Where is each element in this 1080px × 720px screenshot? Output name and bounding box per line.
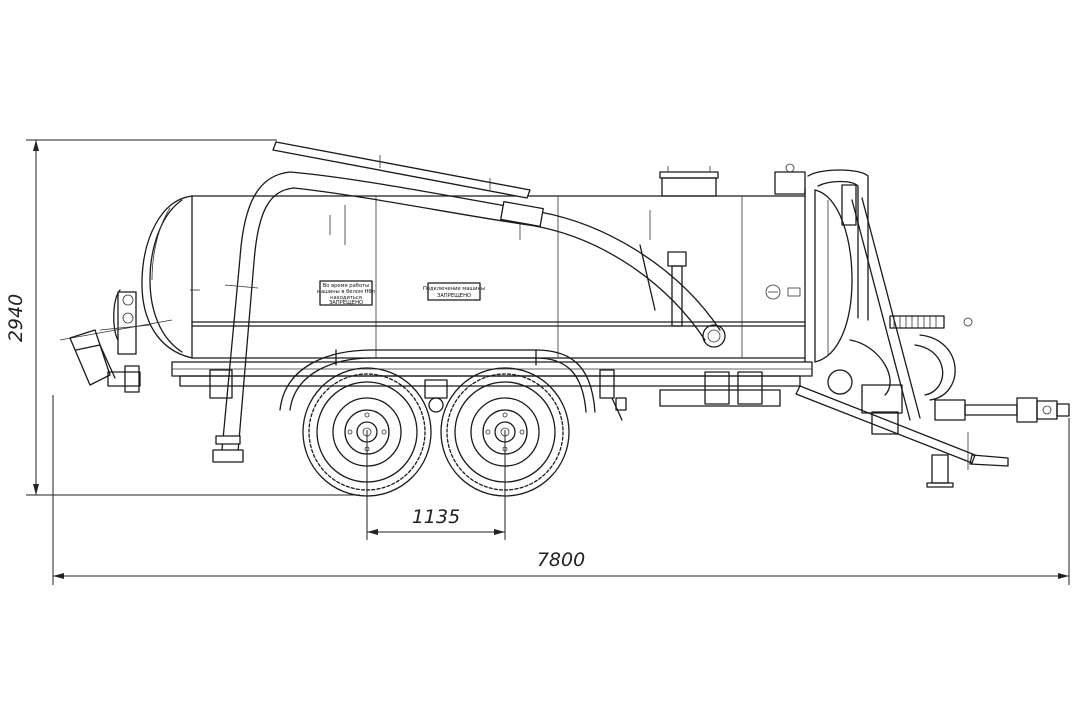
svg-text:находиться: находиться bbox=[330, 295, 362, 301]
chassis-frame bbox=[171, 349, 813, 421]
suction-hose bbox=[212, 141, 726, 463]
length-dimension: 7800 bbox=[52, 395, 1070, 585]
top-hatch bbox=[659, 163, 806, 197]
svg-text:машины в белом Нбл: машины в белом Нбл bbox=[317, 289, 375, 295]
svg-text:Во время работы: Во время работы bbox=[323, 283, 370, 289]
warning-plate-left: Во время работы машины в белом Нбл наход… bbox=[317, 280, 375, 306]
warning-plate-right: Подключение машины ЗАПРЕЩЕНО bbox=[423, 282, 485, 301]
svg-text:ЗАПРЕЩЕНО: ЗАПРЕЩЕНО bbox=[329, 300, 363, 306]
height-dimension: 2940 bbox=[5, 139, 360, 496]
rear-wheel bbox=[440, 367, 570, 497]
axle-spacing-label: 1135 bbox=[412, 506, 460, 528]
front-valve-assembly bbox=[59, 289, 173, 393]
height-dimension-label: 2940 bbox=[5, 294, 27, 342]
svg-text:ЗАПРЕЩЕНО: ЗАПРЕЩЕНО bbox=[437, 293, 471, 299]
tank-body bbox=[141, 187, 853, 363]
length-dimension-label: 7800 bbox=[537, 549, 585, 571]
drawbar bbox=[795, 385, 1070, 488]
axle-spacing-dimension: 1135 bbox=[366, 430, 506, 540]
svg-text:Подключение машины: Подключение машины bbox=[423, 286, 485, 292]
rear-pump-assembly bbox=[807, 169, 973, 435]
front-wheel bbox=[302, 367, 432, 497]
